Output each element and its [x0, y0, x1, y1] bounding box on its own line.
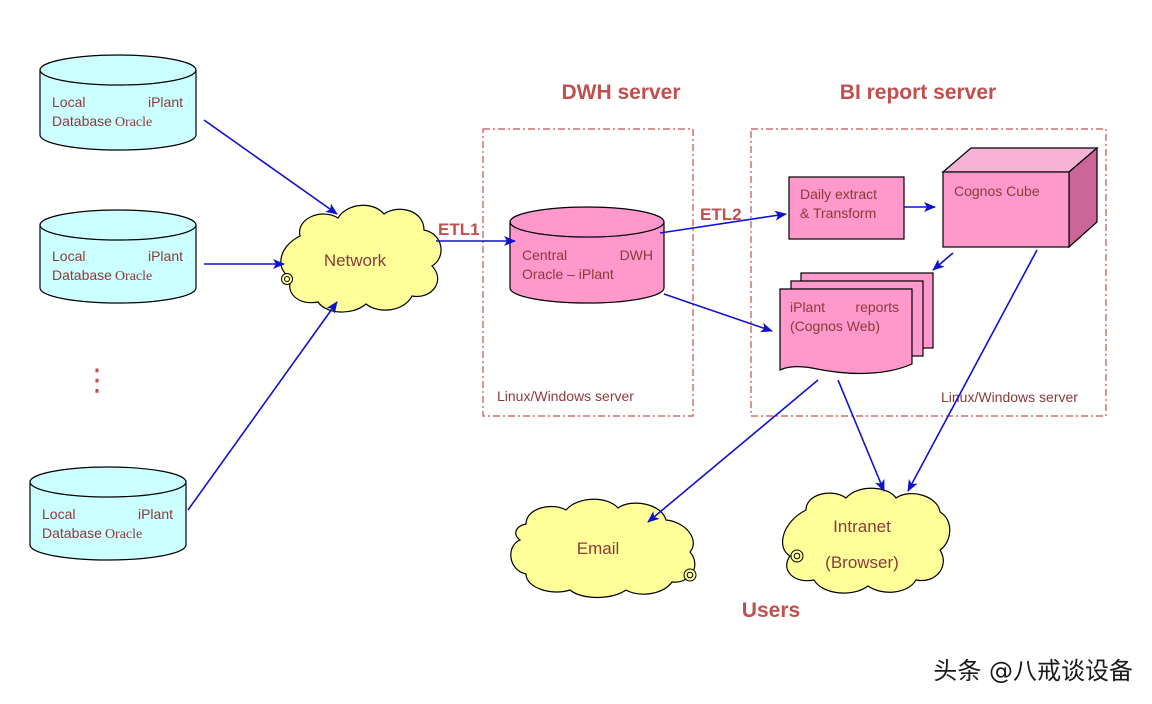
- arrow-cube-to-intranet: [907, 249, 1038, 492]
- daily-extract-box: Daily extract & Transform: [788, 176, 905, 240]
- cube-label: Cognos Cube: [954, 183, 1040, 199]
- db3-line2-a: Database: [42, 525, 102, 541]
- arrow-db3-to-network: [187, 301, 338, 511]
- dwh-server-footer: Linux/Windows server: [497, 388, 634, 404]
- email-cloud: Email: [510, 498, 697, 599]
- dwh-db-line2: Oracle – iPlant: [522, 266, 614, 282]
- db1-line1-left: Local: [52, 94, 85, 110]
- watermark: 头条 @八戒谈设备: [933, 657, 1133, 685]
- arrow-reports-to-intranet: [837, 379, 885, 492]
- db3-line1-left: Local: [42, 506, 75, 522]
- etl1-label: ETL1: [438, 220, 480, 239]
- flow-arrows: [187, 119, 1038, 523]
- users-label: Users: [742, 599, 800, 622]
- reports-line1-right: reports: [855, 299, 899, 315]
- db2-line2-b: Oracle: [115, 269, 152, 284]
- extract-line1: Daily extract: [800, 186, 877, 202]
- arrow-dwh-to-extract: [659, 210, 787, 234]
- arrow-dwh-to-reports: [663, 293, 773, 333]
- etl2-label: ETL2: [700, 205, 742, 224]
- arrow-db1-to-network: [203, 119, 338, 215]
- central-dwh-database: Central DWH Oracle – iPlant: [509, 206, 665, 304]
- intranet-line2: (Browser): [825, 553, 899, 572]
- dwh-db-line1-left: Central: [522, 247, 567, 263]
- db2-line1-left: Local: [52, 248, 85, 264]
- db2-line2-a: Database: [52, 267, 112, 283]
- db3-line2-b: Oracle: [105, 527, 142, 542]
- dwh-server-title: DWH server: [561, 81, 680, 104]
- network-label: Network: [324, 251, 387, 270]
- dwh-server-boundary: [482, 128, 694, 417]
- db2-line1-right: iPlant: [148, 248, 183, 264]
- network-cloud: Network: [280, 204, 442, 313]
- db1-line1-right: iPlant: [148, 94, 183, 110]
- db3-line1-right: iPlant: [138, 506, 173, 522]
- reports-line2: (Cognos Web): [790, 318, 880, 334]
- dwh-db-line1-right: DWH: [620, 247, 653, 263]
- db1-line2-b: Oracle: [115, 115, 152, 130]
- intranet-line1: Intranet: [833, 517, 891, 536]
- arrow-cube-to-reports: [932, 252, 954, 271]
- bi-server-title: BI report server: [840, 81, 996, 104]
- bi-server-boundary: [750, 128, 1107, 417]
- reports-line1-left: iPlant: [790, 299, 825, 315]
- arrow-reports-to-email: [647, 379, 819, 523]
- email-label: Email: [577, 539, 620, 558]
- db1-line2-a: Database: [52, 113, 112, 129]
- more-databases-ellipsis: ⋮: [82, 363, 112, 398]
- extract-line2: & Transform: [800, 205, 876, 221]
- iplant-reports: iPlant reports (Cognos Web): [779, 272, 934, 375]
- cognos-cube: Cognos Cube: [941, 146, 1099, 249]
- bi-server-footer: Linux/Windows server: [941, 389, 1078, 405]
- intranet-cloud: Intranet (Browser): [781, 487, 951, 594]
